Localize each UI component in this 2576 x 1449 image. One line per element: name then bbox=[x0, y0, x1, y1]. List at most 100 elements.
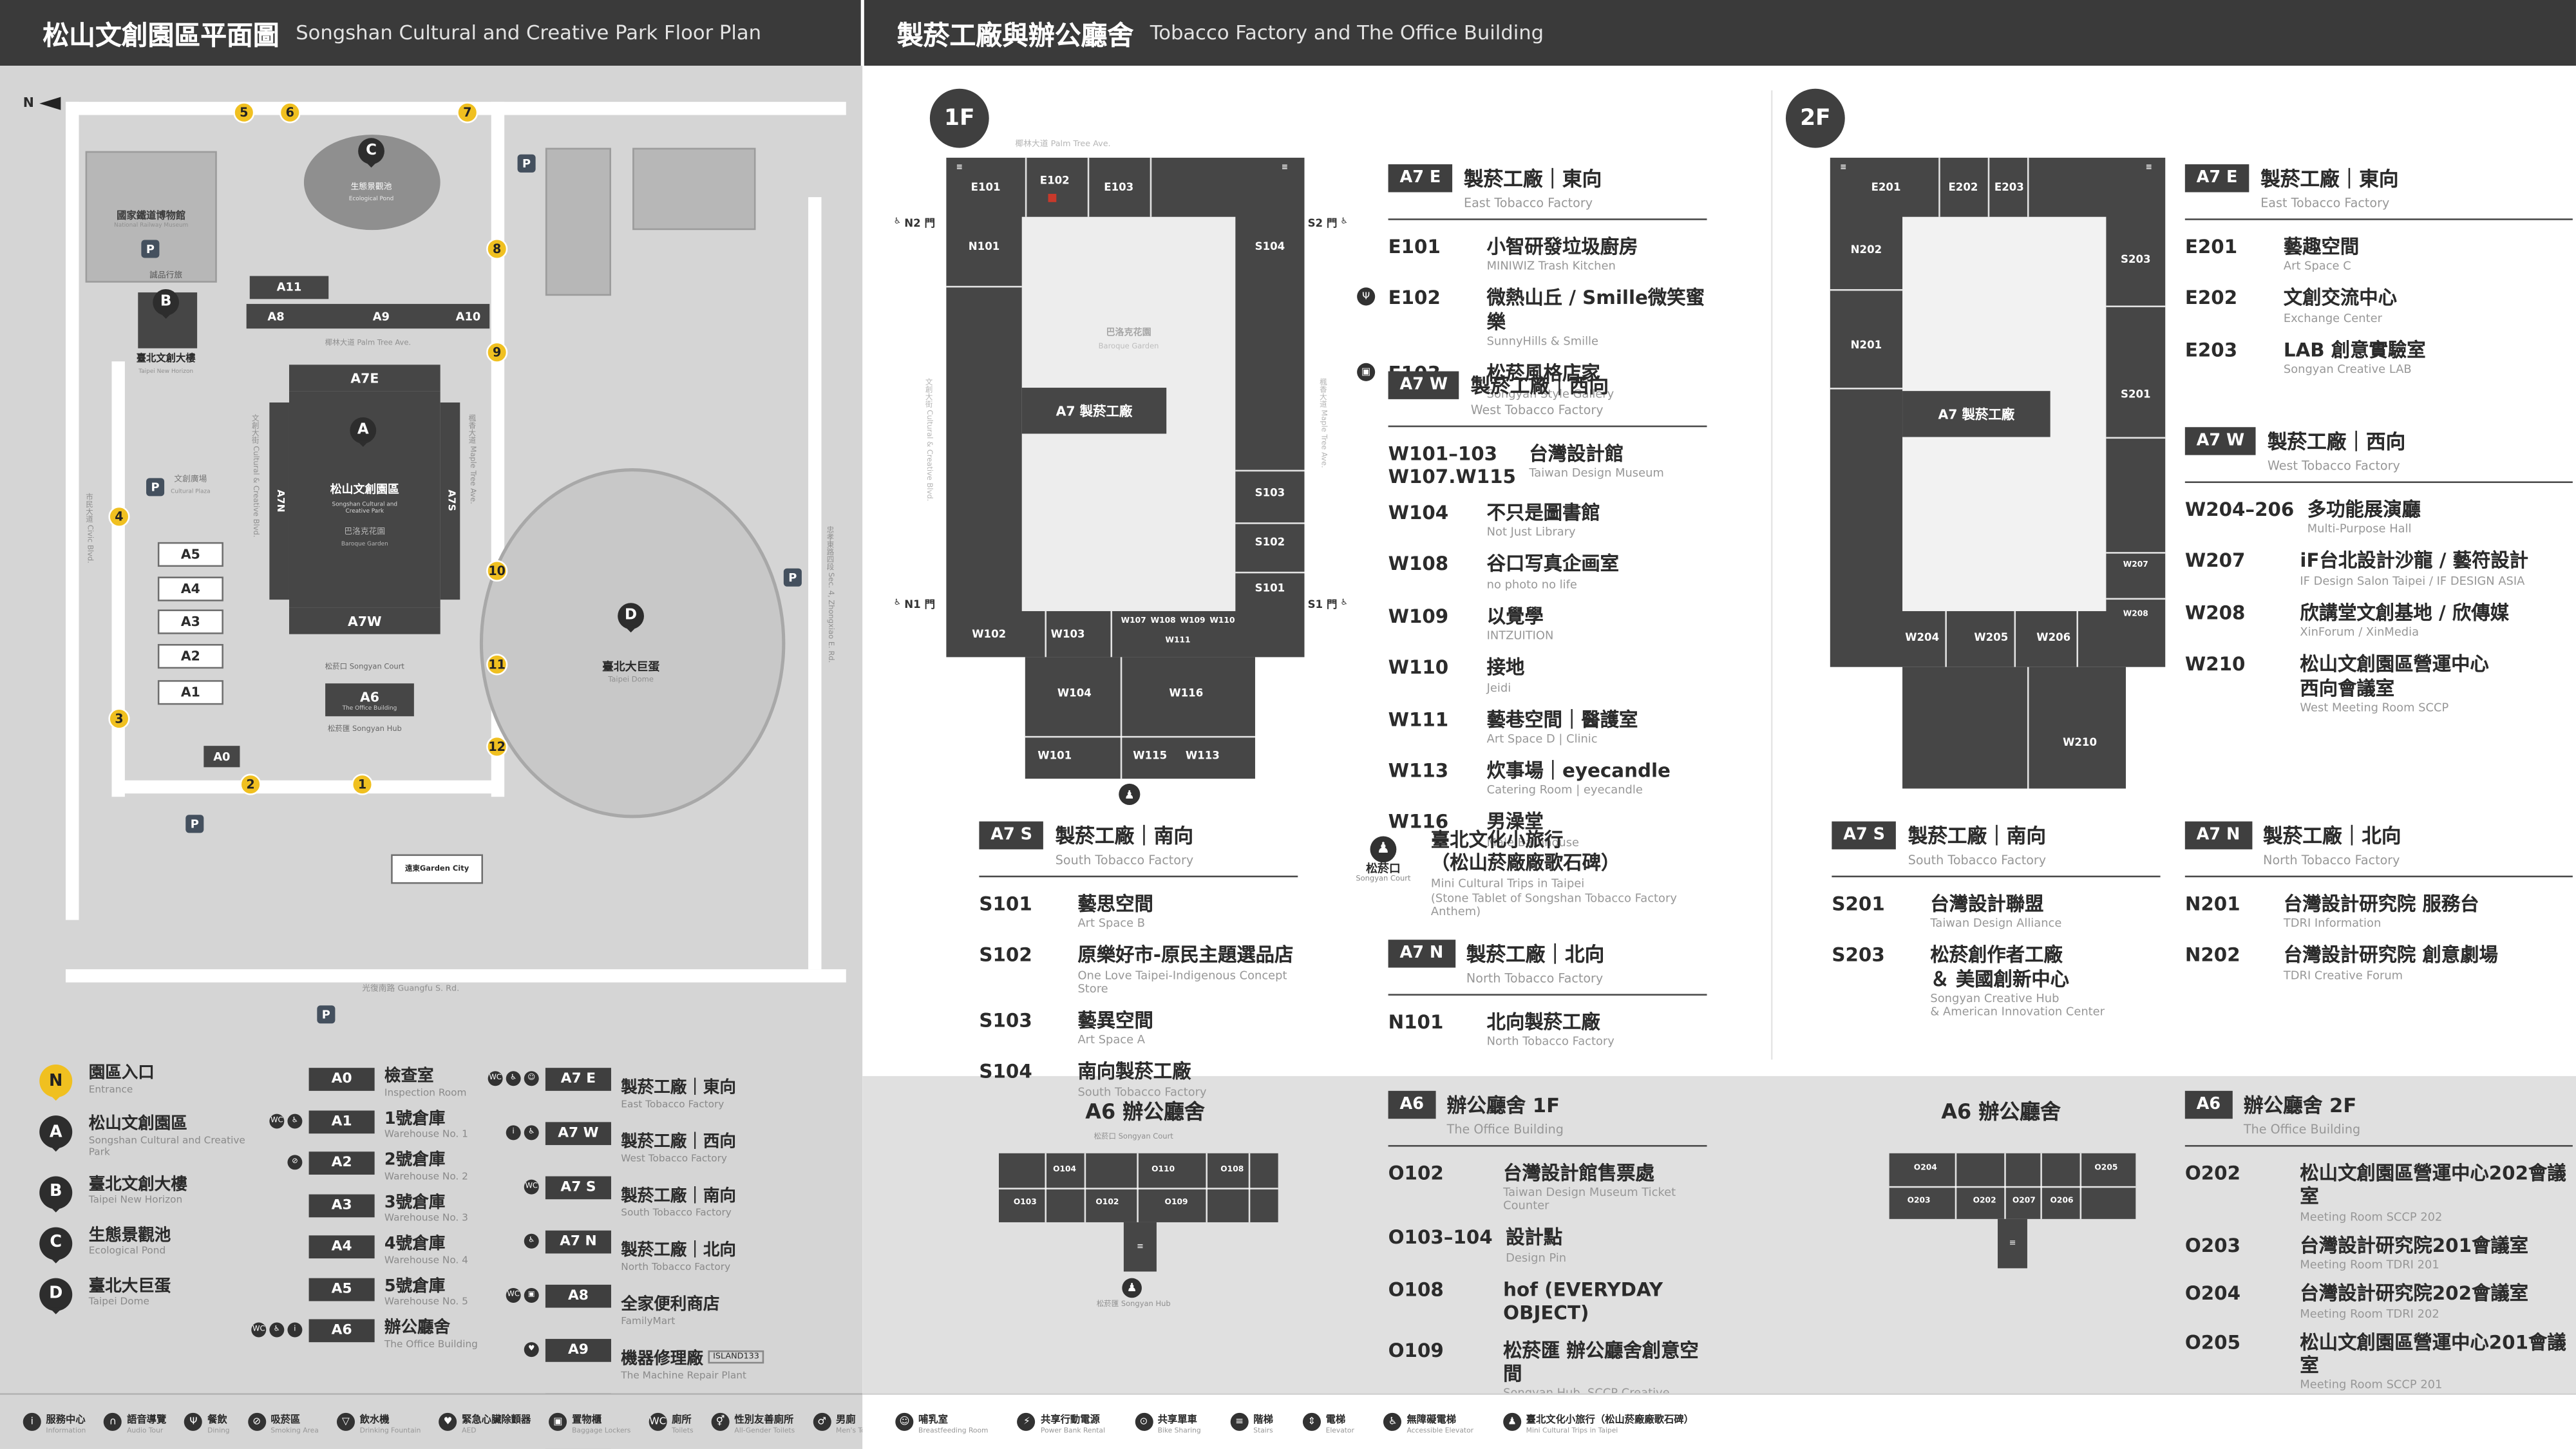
compass-n-label: N bbox=[23, 95, 34, 110]
dome-label-zh: 臺北大巨蛋 bbox=[601, 660, 660, 674]
bike-sharing-icon: ⊙ bbox=[1134, 1412, 1153, 1431]
accessible-toilet-icon: ♿ bbox=[524, 1233, 539, 1249]
stairs-icon: ≡ bbox=[2009, 1238, 2016, 1249]
room-name: LAB 創意實驗室 bbox=[2283, 337, 2426, 361]
room-name: 文創交流中心 bbox=[2283, 286, 2397, 310]
legend-row: ⊘ A2 2號倉庫 Warehouse No. 2 bbox=[250, 1151, 489, 1182]
baroque-garden-label-en-1f: Baroque Garden bbox=[1098, 343, 1159, 352]
building-a4: A4 bbox=[157, 576, 223, 601]
room-code: O108 bbox=[1388, 1278, 1444, 1301]
legend-row: WC ♿ ☺ A7 E 製菸工廠｜東向 East Tobacco Factory bbox=[486, 1068, 861, 1110]
parking-icon: P bbox=[517, 154, 536, 173]
left-panel-header: 松山文創園區平面圖 Songshan Cultural and Creative… bbox=[0, 0, 861, 66]
locker-icon: ▣ bbox=[549, 1412, 567, 1431]
a6-building-1f: O104 O110 O108 O103 O102 O109 bbox=[999, 1153, 1278, 1222]
parking-icon: P bbox=[141, 240, 160, 258]
taipei-dome-shape bbox=[479, 468, 786, 819]
accessible-icon: ♿ bbox=[1340, 598, 1348, 608]
parking-icon: P bbox=[185, 815, 204, 833]
building-badge: A7 W bbox=[2184, 427, 2257, 455]
road bbox=[66, 102, 79, 920]
toilet-icon: WC bbox=[251, 1322, 267, 1338]
room-code: W204–206 bbox=[2184, 497, 2295, 521]
a6-map-title-2f: A6 辦公廳舍 bbox=[1941, 1099, 2061, 1124]
songyan-hub-label: 松菸匯 Songyan Hub bbox=[327, 726, 402, 735]
aed-icon bbox=[1048, 194, 1057, 202]
accessible-toilet-icon: ♿ bbox=[524, 1125, 539, 1141]
road bbox=[66, 102, 846, 115]
stairs-icon: ≡ bbox=[1281, 164, 1289, 173]
information-icon: i bbox=[23, 1412, 41, 1431]
room-code: W104 bbox=[1388, 501, 1449, 524]
room-code: S101 bbox=[979, 892, 1032, 915]
songyan-court-label-1f: 松菸口 Songyan Court bbox=[1094, 1133, 1173, 1142]
accessible-icon: ♿ bbox=[1340, 216, 1348, 227]
building-a7n: A7N bbox=[269, 402, 289, 600]
building-badge: A1 bbox=[308, 1110, 375, 1133]
road-zhongxiao bbox=[808, 197, 822, 970]
room-code: N201 bbox=[2184, 892, 2240, 915]
a6-building-2f: O204 O205 O203 O202 O207 O206 bbox=[1889, 1153, 2136, 1219]
legend-place-row: B 臺北文創大樓 Taipei New Horizon bbox=[39, 1175, 253, 1209]
cultural-plaza-label-en: Cultural Plaza bbox=[171, 488, 211, 495]
building-badge: A7 N bbox=[1388, 940, 1455, 968]
directory-row: O108 hof (EVERYDAY OBJECT) bbox=[1388, 1278, 1707, 1325]
breastfeeding-icon: ☺ bbox=[895, 1412, 914, 1431]
room-code: O102 bbox=[1388, 1161, 1444, 1185]
a6-walkway-1f: ≡ bbox=[1123, 1222, 1157, 1272]
building-badge: A7 E bbox=[545, 1068, 611, 1091]
building-a3: A3 bbox=[157, 609, 223, 634]
a7-map-2f: A7 製菸工廠 E201 E202 E203 N202 N201 S203 S2… bbox=[1830, 157, 2166, 789]
gate-n1: ♿N1 門 bbox=[893, 598, 936, 611]
room-code: O202 bbox=[2184, 1161, 2241, 1185]
maple-ave-label: 楓香大道 Maple Tree Ave. bbox=[467, 413, 476, 504]
room-name: 不只是圖書館 bbox=[1486, 501, 1600, 524]
right-title-zh: 製菸工廠與辦公廳舍 bbox=[896, 19, 1134, 52]
building-a8-label: A8 bbox=[267, 310, 285, 324]
room-code: W101–103 W107.W115 bbox=[1388, 442, 1516, 488]
gate-s1: S1 門♿ bbox=[1307, 598, 1348, 611]
gate-10: 10 bbox=[486, 560, 508, 582]
left-title-zh: 松山文創園區平面圖 bbox=[43, 19, 279, 52]
right-title-en: Tobacco Factory and The Office Building bbox=[1150, 21, 1544, 44]
smoking-icon: ⊘ bbox=[247, 1412, 266, 1431]
room-name: 欣講堂文創基地 / 欣傳媒 bbox=[2300, 601, 2509, 624]
building-badge: A7 N bbox=[545, 1230, 611, 1254]
a7-label-block: A7 製菸工廠 bbox=[1021, 388, 1167, 434]
room-name: 原樂好市-原民主題選品店 bbox=[1077, 943, 1294, 967]
building-a9-label: A9 bbox=[372, 310, 390, 324]
pedestrian-icon: ♟ bbox=[1122, 1278, 1142, 1298]
room-name: 藝巷空間｜醫護室 bbox=[1486, 707, 1638, 730]
information-icon: i bbox=[287, 1322, 303, 1338]
room-name: 松菸匯 辦公廳舍創意空間 bbox=[1503, 1338, 1699, 1385]
directory-header: A7 N 製菸工廠｜北向 North Tobacco Factory bbox=[1388, 940, 1707, 996]
building-badge: A7 E bbox=[1388, 164, 1453, 193]
building-annex bbox=[545, 147, 611, 296]
information-icon: i bbox=[506, 1125, 521, 1141]
new-horizon-label-en: Taipei New Horizon bbox=[138, 368, 194, 375]
room-code: W108 bbox=[1388, 553, 1449, 576]
toilet-icon: WC bbox=[506, 1287, 521, 1303]
accessible-icon: ♿ bbox=[893, 598, 902, 608]
directory-a7e-1f: A7 E 製菸工廠｜東向 East Tobacco Factory E101 小… bbox=[1357, 164, 1707, 413]
songyan-hub-label-1f: 松菸匯 Songyan Hub bbox=[1096, 1301, 1171, 1310]
directory-header: A7 E 製菸工廠｜東向 East Tobacco Factory bbox=[2184, 164, 2573, 220]
dining-icon: Ψ bbox=[184, 1412, 203, 1431]
left-title-en: Songshan Cultural and Creative Park Floo… bbox=[296, 21, 762, 44]
room-name: 設計點 bbox=[1506, 1226, 1563, 1249]
